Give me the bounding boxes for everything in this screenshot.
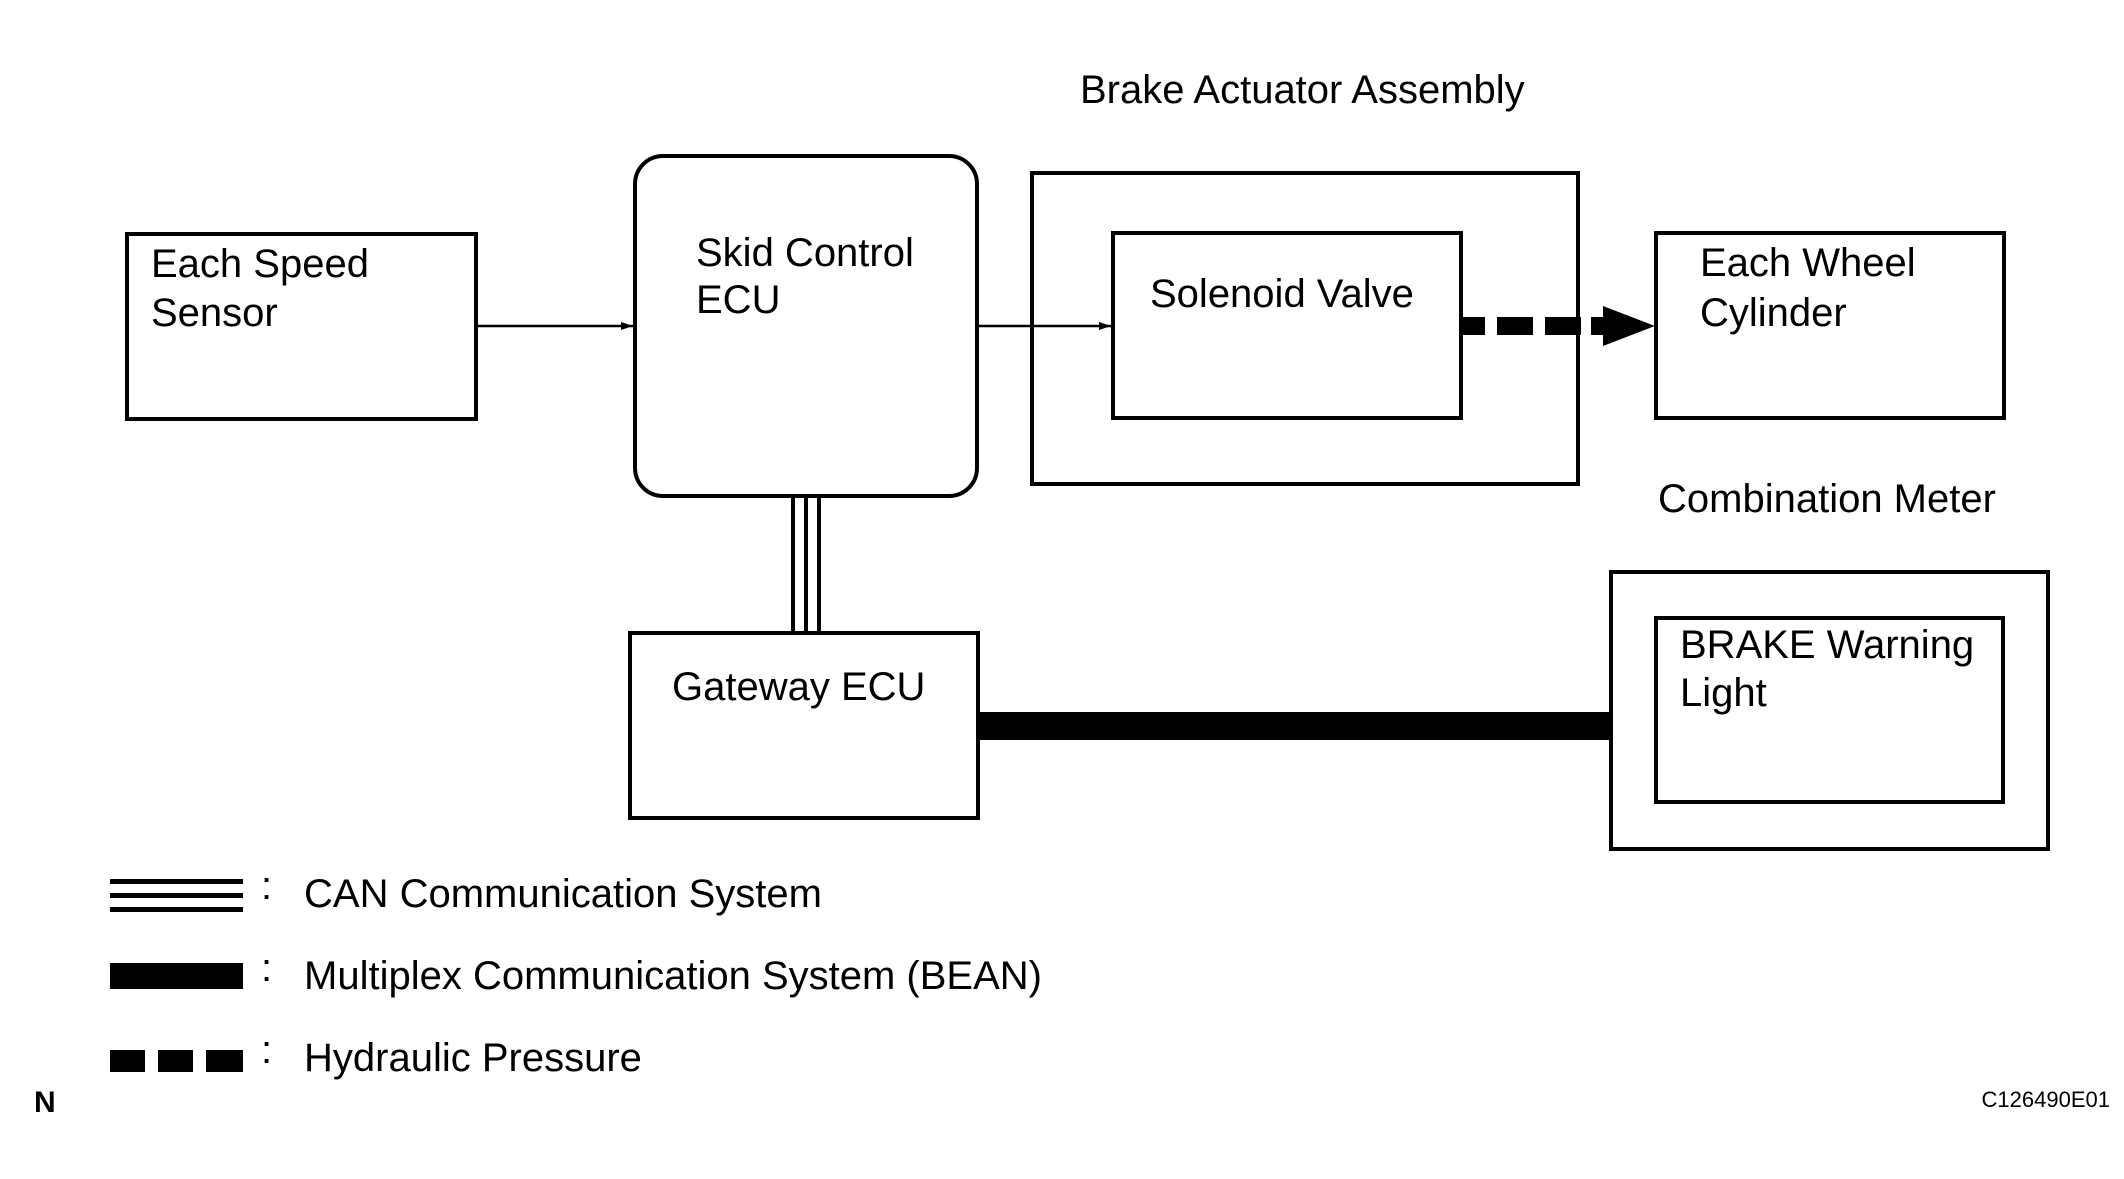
skid-control-ecu-box: Skid Control ECU (633, 154, 979, 498)
speed-sensor-box: Each Speed Sensor (125, 232, 478, 421)
solenoid-valve-box: Solenoid Valve (1111, 231, 1463, 420)
legend-can-label: CAN Communication System (304, 872, 822, 916)
legend-bean-colon: : (261, 946, 272, 990)
legend: : CAN Communication System : Multiplex C… (110, 864, 1042, 1080)
wheel-cylinder-label-line1: Each Wheel (1700, 241, 1916, 285)
speed-sensor-label-line1: Each Speed (151, 242, 369, 286)
legend-can-colon: : (261, 864, 272, 908)
brake-warning-light-label-line2: Light (1680, 671, 1767, 715)
legend-hydraulic-label: Hydraulic Pressure (304, 1036, 642, 1080)
combination-meter-box (1609, 570, 2050, 851)
brake-warning-light-label-line1: BRAKE Warning (1680, 623, 1974, 667)
gateway-ecu-label: Gateway ECU (672, 665, 925, 709)
legend-bean-label: Multiplex Communication System (BEAN) (304, 954, 1042, 998)
hydraulic-pressure-arrow (1463, 306, 1655, 346)
legend-hydraulic-symbol (110, 1050, 243, 1072)
combination-meter-label: Combination Meter (1658, 477, 1996, 521)
figure-code: C126490E01 (1982, 1087, 2110, 1112)
wheel-cylinder-label-line2: Cylinder (1700, 291, 1847, 335)
brake-warning-light-box: BRAKE Warning Light (1654, 616, 2005, 804)
legend-hydraulic-colon: : (261, 1028, 272, 1072)
gateway-ecu-box: Gateway ECU (628, 631, 980, 820)
corner-label: N (34, 1086, 56, 1119)
wheel-cylinder-box: Each Wheel Cylinder (1654, 231, 2006, 420)
speed-sensor-label-line2: Sensor (151, 291, 278, 335)
brake-actuator-assembly-label: Brake Actuator Assembly (1080, 68, 1525, 112)
legend-can-symbol (110, 879, 243, 912)
skid-control-ecu-label-line1: Skid Control (696, 231, 914, 275)
solenoid-valve-label: Solenoid Valve (1150, 272, 1414, 316)
legend-bean-symbol (110, 963, 243, 989)
bean-communication-line (978, 712, 1611, 740)
can-communication-line (791, 498, 821, 632)
skid-control-ecu-label-line2: ECU (696, 278, 780, 322)
